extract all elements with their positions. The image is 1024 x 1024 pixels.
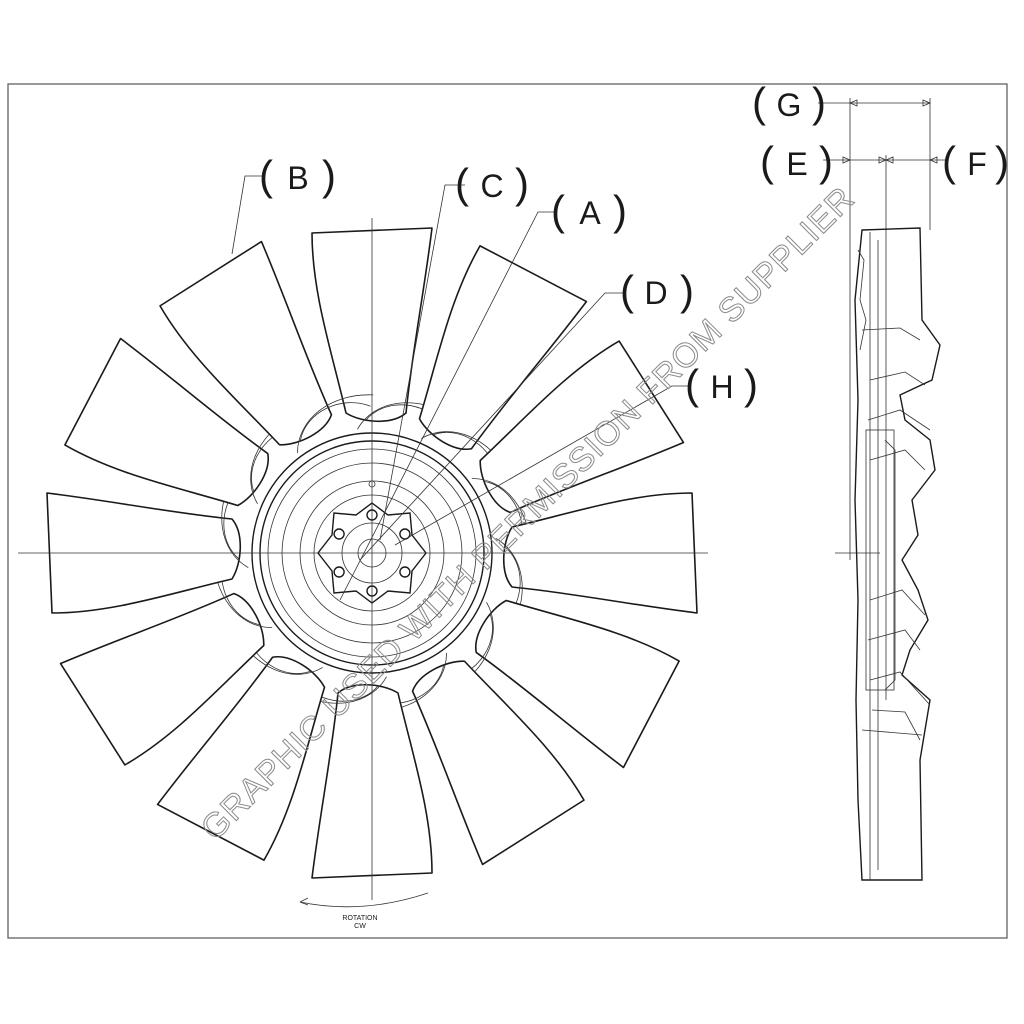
- svg-text:(: (: [752, 79, 766, 126]
- fan-blades: [46, 227, 698, 879]
- fan-blade: [159, 240, 333, 446]
- callout-f: ( F ): [942, 138, 1009, 185]
- callout-b: ( B ): [259, 152, 336, 199]
- side-profile-outline: [854, 227, 941, 881]
- svg-text:C: C: [480, 168, 503, 204]
- fan-blade: [475, 599, 680, 769]
- leader-lines: [231, 175, 690, 601]
- bolt-hole: [333, 566, 345, 578]
- svg-text:B: B: [287, 160, 308, 196]
- callout-c: ( C ): [455, 160, 529, 207]
- svg-text:E: E: [786, 146, 807, 182]
- svg-text:H: H: [710, 369, 733, 405]
- svg-text:): ): [812, 79, 826, 126]
- svg-text:(: (: [620, 267, 634, 314]
- callout-a: ( A ): [551, 187, 627, 234]
- rotation-arrow: [299, 892, 429, 908]
- svg-text:): ): [819, 138, 833, 185]
- svg-text:): ): [322, 152, 336, 199]
- fan-blade: [418, 245, 588, 450]
- callout-g: ( G ): [752, 79, 826, 126]
- rotation-label: ROTATION: [342, 915, 377, 922]
- svg-text:(: (: [685, 361, 699, 408]
- front-view: ROTATION CW: [18, 218, 708, 930]
- rotation-direction: CW: [354, 923, 366, 930]
- svg-text:(: (: [760, 138, 774, 185]
- side-view: [818, 98, 946, 881]
- fan-blade: [64, 337, 269, 507]
- svg-text:F: F: [967, 146, 987, 182]
- drawing-frame: [7, 83, 1008, 939]
- svg-text:(: (: [259, 152, 273, 199]
- callout-e: ( E ): [760, 138, 833, 185]
- svg-text:): ): [515, 160, 529, 207]
- svg-text:): ): [995, 138, 1009, 185]
- svg-text:): ): [613, 187, 627, 234]
- fan-blade: [59, 592, 265, 766]
- svg-text:(: (: [455, 160, 469, 207]
- svg-text:G: G: [777, 87, 802, 123]
- bolt-hole: [333, 528, 345, 540]
- svg-text:D: D: [644, 275, 667, 311]
- blade-root-curve: [297, 394, 374, 454]
- fan-blade: [411, 660, 585, 866]
- svg-text:(: (: [942, 138, 956, 185]
- callout-d: ( D ): [620, 267, 694, 314]
- callout-h: ( H ): [685, 361, 758, 408]
- svg-text:(: (: [551, 187, 565, 234]
- svg-text:A: A: [579, 195, 601, 231]
- svg-text:): ): [744, 361, 758, 408]
- fan-blade: [156, 656, 326, 861]
- svg-text:): ): [680, 267, 694, 314]
- fan-blade: [479, 340, 685, 514]
- bolt-hole: [399, 566, 411, 578]
